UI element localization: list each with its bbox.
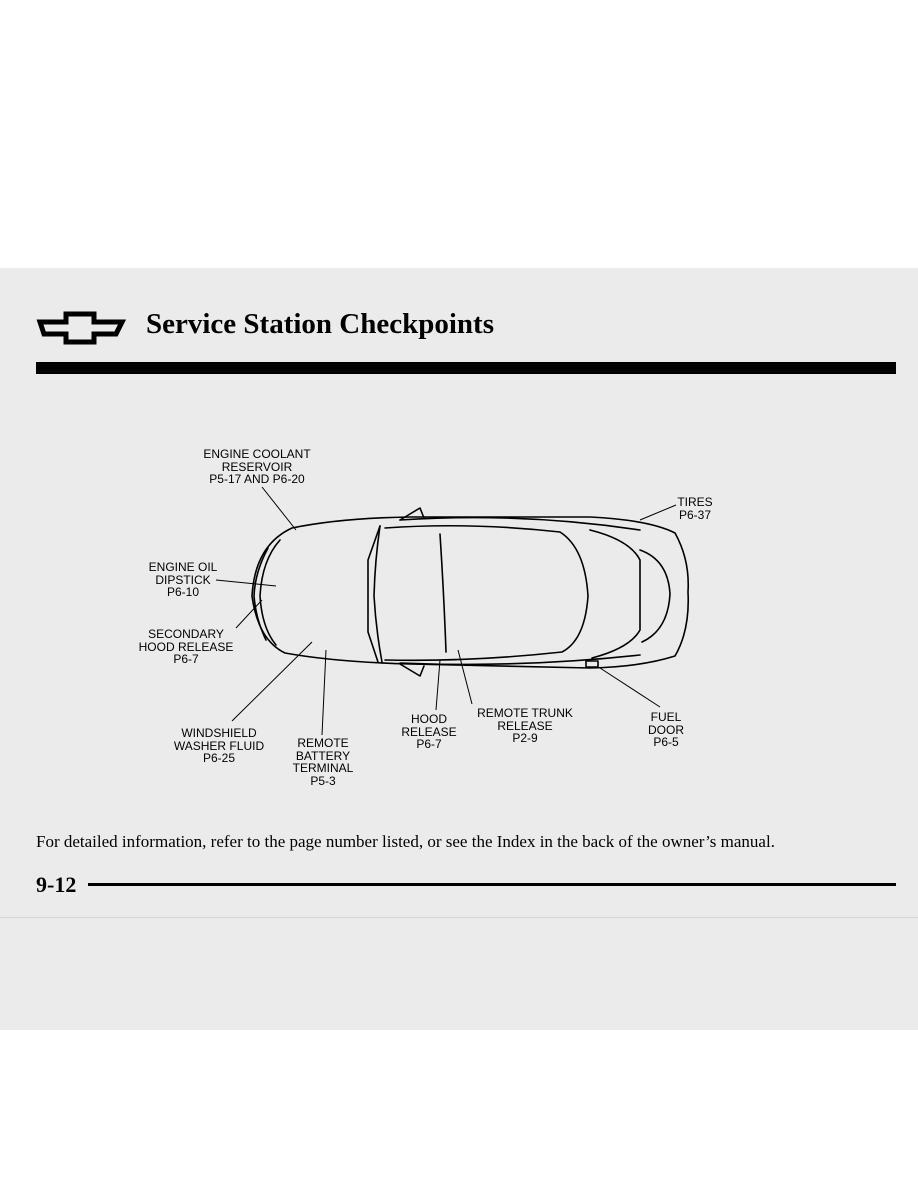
leader-hood <box>435 659 441 711</box>
leader-coolant <box>261 486 297 531</box>
footer-rule <box>88 883 896 886</box>
leader-battery <box>321 649 327 736</box>
page-number: 9-12 <box>36 872 77 897</box>
footnote-text: For detailed information, refer to the p… <box>36 832 775 851</box>
leader-secondary <box>235 599 263 629</box>
left-mirror <box>399 507 425 521</box>
bottom-divider <box>0 917 918 918</box>
header-rule <box>36 362 896 374</box>
page-title: Service Station Checkpoints <box>146 308 494 340</box>
trunk-lid <box>639 549 671 643</box>
leader-washer <box>231 641 313 722</box>
page-background <box>0 268 918 1030</box>
right-mirror <box>399 663 425 677</box>
rear-window <box>589 529 641 659</box>
leader-fuel <box>599 667 661 708</box>
roof-glass <box>384 524 589 662</box>
leader-oil <box>215 579 277 587</box>
chevrolet-bowtie-icon <box>36 311 126 345</box>
leader-tires <box>639 504 677 521</box>
front-bumper <box>259 539 281 646</box>
fuel-door <box>585 660 599 668</box>
windshield <box>367 525 381 663</box>
leader-trunk <box>457 649 473 705</box>
